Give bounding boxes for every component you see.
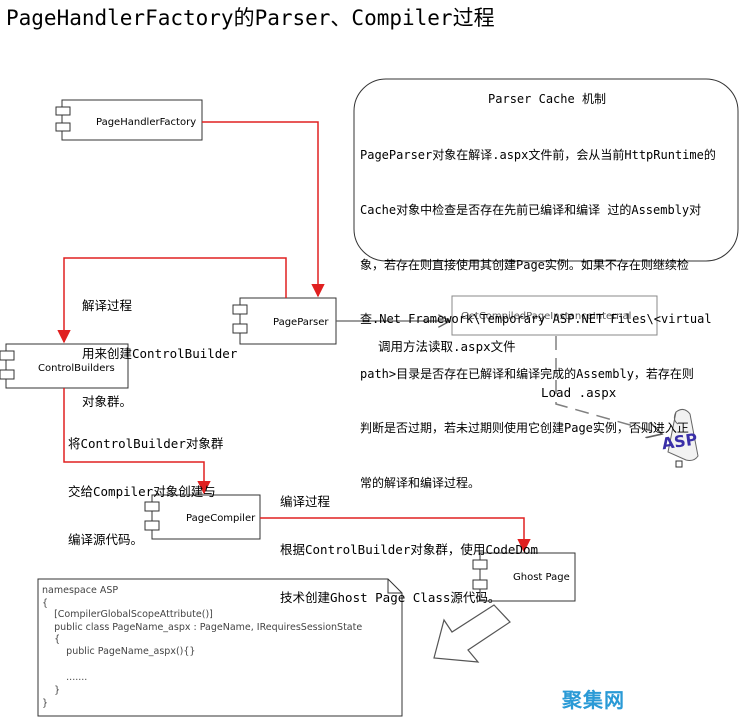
page-handler-factory-component[interactable]: PageHandlerFactory <box>55 99 203 141</box>
code-line: } <box>42 685 61 696</box>
note-line: 查.Net Framework\Temporary ASP.NET Files\… <box>360 312 712 327</box>
code-pointer-arrow <box>433 604 511 663</box>
load-aspx-annotation: Load .aspx <box>541 385 617 400</box>
asp-icon-text: ASP <box>661 430 699 454</box>
watermark-logo: 聚集网 <box>562 688 625 712</box>
ghost-page-component[interactable]: Ghost Page <box>472 552 576 602</box>
page-parser-component[interactable]: PageParser <box>232 297 337 345</box>
handoff-line: 编译源代码。 <box>68 532 144 547</box>
compile-process-line: 技术创建Ghost Page Class源代码。 <box>280 590 501 605</box>
load-aspx-dashed-arrow <box>555 336 662 434</box>
call-method-annotation: 调用方法读取.aspx文件 <box>378 339 516 354</box>
handoff-annotation: 将ControlBuilder对象群 交给Compiler对象创建与 编译源代码… <box>68 404 223 564</box>
code-line: public PageName_aspx(){} <box>42 646 196 657</box>
note-line: PageParser对象在解译.aspx文件前，会从当前HttpRuntime的 <box>360 148 716 163</box>
note-line: 判断是否过期，若未过期则使用它创建Page实例，否则进入正 <box>360 421 689 436</box>
note-line: 常的解译和编译过程。 <box>360 476 481 491</box>
note-line: path>目录是否存在已解译和编译完成的Assembly，若存在则 <box>360 366 694 381</box>
page-compiler-label: PageCompiler <box>186 513 256 524</box>
page-compiler-component[interactable]: PageCompiler <box>144 494 261 540</box>
builders-to-compiler-arrow <box>63 388 211 495</box>
parser-cache-heading: Parser Cache 机制 <box>488 92 606 106</box>
ghost-page-label: Ghost Page <box>513 572 570 583</box>
parser-to-builders-arrow <box>57 257 287 344</box>
compile-process-line: 根据ControlBuilder对象群，使用CodeDom <box>280 542 539 557</box>
parser-cache-body: PageParser对象在解译.aspx文件前，会从当前HttpRuntime的… <box>360 110 736 529</box>
parse-process-line: 用来创建ControlBuilder <box>82 346 238 361</box>
parse-process-annotation: 解译过程 用来创建ControlBuilder 对象群。 <box>82 266 237 426</box>
handoff-line: 将ControlBuilder对象群 <box>68 436 224 451</box>
parse-process-line: 对象群。 <box>82 394 133 409</box>
get-compiled-box[interactable]: GetCompiledPageInstanceInternal <box>451 295 658 336</box>
code-line: namespace ASP <box>42 585 119 596</box>
handoff-line: 交给Compiler对象创建与 <box>68 484 216 499</box>
code-line: ....... <box>42 672 88 683</box>
parser-cache-note: Parser Cache 机制 PageParser对象在解译.aspx文件前，… <box>355 80 739 490</box>
code-line: } <box>42 698 49 709</box>
compile-process-line: 编译过程 <box>280 494 331 509</box>
code-line: { <box>42 634 61 645</box>
factory-to-parser-arrow <box>202 121 325 298</box>
page-title: PageHandlerFactory的Parser、Compiler过程 <box>6 6 495 30</box>
control-builders-label: ControlBuilders <box>38 363 115 374</box>
parse-process-line: 解译过程 <box>82 298 133 313</box>
code-line: { <box>42 598 49 609</box>
control-builders-component[interactable]: ControlBuilders <box>0 343 129 389</box>
compiler-to-ghost-arrow <box>260 517 531 553</box>
code-line: public class PageName_aspx : PageName, I… <box>42 622 363 633</box>
page-parser-label: PageParser <box>273 317 329 328</box>
page-handler-factory-label: PageHandlerFactory <box>96 117 196 128</box>
parser-cache-note-frame <box>353 78 739 262</box>
note-line: Cache对象中检查是否存在先前已编译和编译 过的Assembly对 <box>360 203 702 218</box>
code-note-frame <box>37 578 403 717</box>
note-line: 象，若存在则直接使用其创建Page实例。如果不存在则继续检 <box>360 257 689 272</box>
asp-file-icon: ASP <box>661 408 699 468</box>
ghost-page-code-note: namespace ASP { [CompilerGlobalScopeAttr… <box>38 579 398 715</box>
compile-process-annotation: 编译过程 根据ControlBuilder对象群，使用CodeDom 技术创建G… <box>280 462 538 622</box>
get-compiled-label: GetCompiledPageInstanceInternal <box>461 311 631 322</box>
code-line: [CompilerGlobalScopeAttribute()] <box>42 609 213 620</box>
